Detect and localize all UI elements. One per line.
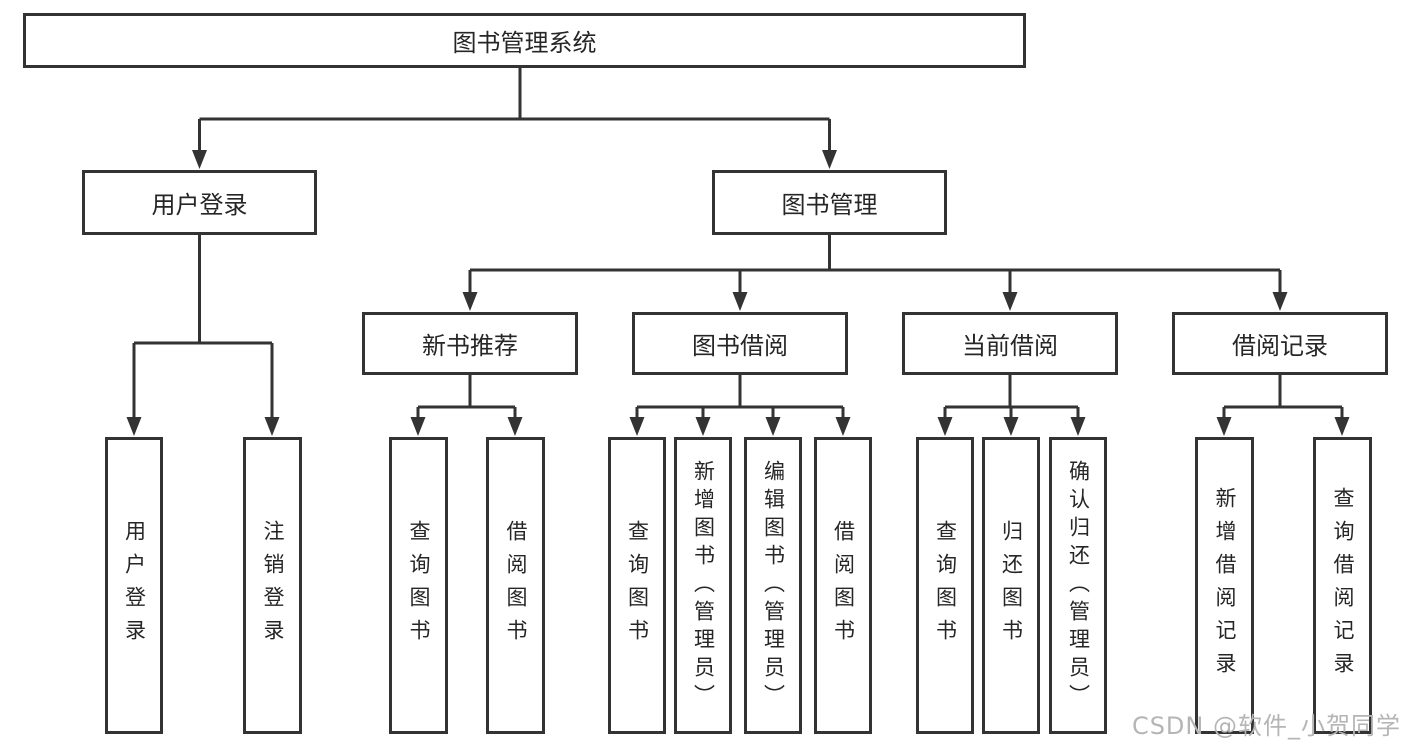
leaf-return-books-label: 归还图书 [999, 519, 1024, 652]
leaf-logout-login: 注销登录 [243, 437, 302, 734]
leaf-user-login: 用户登录 [105, 437, 163, 734]
leaf-query-books-borrow: 查询图书 [608, 437, 666, 734]
leaf-query-books-recommend-label: 查询图书 [407, 519, 431, 652]
leaf-query-books-current: 查询图书 [916, 437, 974, 734]
leaf-query-books-borrow-label: 查询图书 [625, 519, 650, 652]
node-root-system: 图书管理系统 [23, 13, 1026, 68]
node-book-borrow: 图书借阅 [632, 312, 848, 375]
arrowhead-icons [126, 150, 1350, 436]
node-new-book-recommend: 新书推荐 [362, 312, 578, 375]
leaf-add-borrow-record: 新增借阅记录 [1195, 437, 1254, 734]
leaf-edit-books-admin-label: 编辑图书（管理员） [761, 459, 786, 712]
node-borrow-records: 借阅记录 [1172, 312, 1388, 375]
watermark: CSDN @软件_小贺同学 [1131, 712, 1401, 740]
node-user-login: 用户登录 [82, 170, 317, 235]
leaf-borrow-books: 借阅图书 [814, 437, 872, 734]
leaf-add-books-admin-label: 新增图书（管理员） [691, 459, 716, 712]
leaf-confirm-return-admin-label: 确认归还（管理员） [1066, 459, 1091, 712]
leaf-add-borrow-record-label: 新增借阅记录 [1213, 486, 1237, 685]
leaf-logout-login-label: 注销登录 [261, 519, 285, 652]
leaf-user-login-label: 用户登录 [122, 519, 147, 652]
leaf-edit-books-admin: 编辑图书（管理员） [744, 437, 802, 734]
leaf-return-books: 归还图书 [982, 437, 1040, 734]
leaf-query-borrow-record: 查询借阅记录 [1313, 437, 1372, 734]
leaf-query-books-recommend: 查询图书 [389, 437, 448, 734]
leaf-borrow-books-label: 借阅图书 [831, 519, 856, 652]
leaf-query-books-current-label: 查询图书 [933, 519, 958, 652]
leaf-query-borrow-record-label: 查询借阅记录 [1331, 486, 1355, 685]
leaf-borrow-books-recommend-label: 借阅图书 [504, 519, 528, 652]
leaf-add-books-admin: 新增图书（管理员） [674, 437, 732, 734]
node-book-management: 图书管理 [712, 170, 947, 235]
node-current-borrow: 当前借阅 [902, 312, 1118, 375]
leaf-confirm-return-admin: 确认归还（管理员） [1049, 437, 1107, 734]
leaf-borrow-books-recommend: 借阅图书 [486, 437, 545, 734]
